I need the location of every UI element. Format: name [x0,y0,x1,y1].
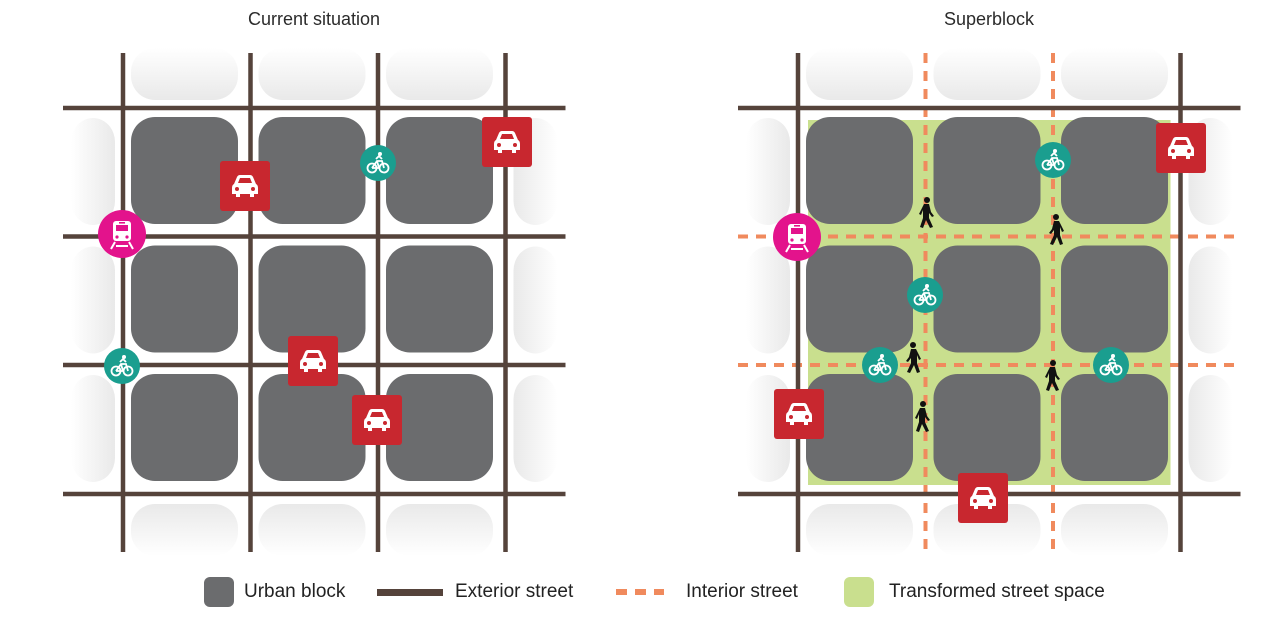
car-icon [1156,123,1206,173]
urban-block [258,374,366,481]
superblock-diagram [63,48,1241,556]
legend-item-urban-block: Urban block [204,576,345,608]
faded-block [386,504,493,556]
urban-block [933,117,1041,224]
urban-block [386,117,493,224]
faded-block [806,48,913,100]
car-icon [482,117,532,167]
urban-block [131,117,238,224]
faded-block [513,375,558,482]
faded-block [1061,504,1168,556]
panel-title-superblock: Superblock [943,9,1035,29]
bicycle-icon [862,347,898,383]
urban-block [806,245,913,353]
faded-block [1188,246,1233,354]
urban-block [933,374,1041,481]
faded-block [258,48,366,100]
legend-label: Transformed street space [889,581,1105,602]
car-icon [220,161,270,211]
urban-block [386,374,493,481]
urban-block [258,117,366,224]
urban-block [258,245,366,353]
faded-block [386,48,493,100]
urban-block [1061,117,1168,224]
urban-block-swatch [204,577,234,607]
legend-item-exterior-street: Exterior street [377,576,573,608]
faded-block [131,48,238,100]
urban-block [386,245,493,353]
bicycle-icon [907,277,943,313]
exterior-street-swatch [377,588,443,596]
faded-block [746,118,790,225]
transformed-space-swatch [844,577,874,607]
car-icon [352,395,402,445]
interior-street-swatch [616,589,664,595]
legend-label: Interior street [686,581,798,602]
faded-block [1188,375,1233,482]
faded-block [258,504,366,556]
bicycle-icon [104,348,140,384]
bicycle-icon [1035,142,1071,178]
faded-block [71,118,115,225]
faded-block [131,504,238,556]
faded-block [933,48,1041,100]
legend-item-interior-street: Interior street [616,576,798,608]
train-icon [98,210,146,258]
urban-block [131,245,238,353]
urban-block [806,374,913,481]
legend-label: Urban block [244,581,346,602]
car-icon [288,336,338,386]
urban-block [131,374,238,481]
superblock-panel [738,48,1241,556]
train-icon [773,213,821,261]
legend-item-transformed-space: Transformed street space [844,576,1105,608]
urban-block [1061,374,1168,481]
faded-block [513,246,558,354]
bicycle-icon [1093,347,1129,383]
urban-block [933,245,1041,353]
faded-block [1061,48,1168,100]
legend-label: Exterior street [455,581,574,602]
bicycle-icon [360,145,396,181]
urban-block [1061,245,1168,353]
current-situation-panel [63,48,566,556]
faded-block [71,246,115,354]
car-icon [774,389,824,439]
car-icon [958,473,1008,523]
faded-block [806,504,913,556]
faded-block [746,246,790,354]
urban-block [806,117,913,224]
faded-block [71,375,115,482]
panel-title-current: Current situation [247,9,381,29]
legend: Urban block Exterior street Interior str… [0,576,1280,608]
